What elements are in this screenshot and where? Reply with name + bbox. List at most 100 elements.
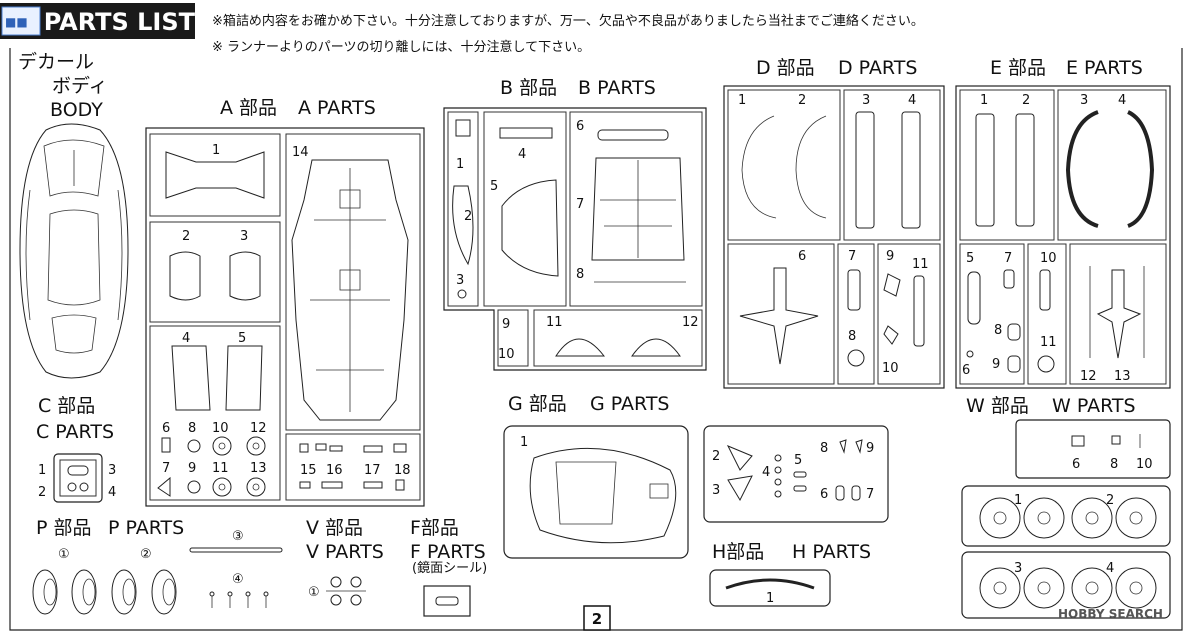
p-parts-title-en: P PARTS	[108, 517, 184, 539]
b-num-1: 1	[456, 157, 464, 172]
d-num-9: 9	[886, 249, 894, 264]
v-part-1a	[330, 576, 342, 588]
e-parts-title-en: E PARTS	[1066, 57, 1143, 79]
header: ■■ PARTS LIST ※箱詰め内容をお確かめ下さい。十分注意しておりますが…	[0, 3, 924, 55]
a-num-9: 9	[188, 461, 196, 476]
body-section: デカール ボディ BODY	[18, 51, 129, 379]
logo-icon: ■■	[1, 6, 41, 36]
d-parts-section: D 部品 D PARTS 1 2 3 4 6 7 8 9 11 10	[723, 57, 945, 389]
w-num-8: 8	[1110, 457, 1118, 472]
e-part-2	[1015, 113, 1035, 227]
d-part-8	[847, 349, 865, 367]
b-num-2: 2	[464, 209, 472, 224]
wheel-icons-row-1	[979, 497, 1157, 539]
a-num-6: 6	[162, 421, 170, 436]
c-num-1: 1	[38, 463, 46, 478]
b-num-7: 7	[576, 197, 584, 212]
d-parts-title-jp: D 部品	[756, 57, 815, 79]
g-num-2: 2	[712, 449, 720, 464]
parts-list-title: PARTS LIST	[44, 8, 196, 36]
b-num-12: 12	[682, 315, 699, 330]
b-num-3: 3	[456, 273, 464, 288]
c-part-2	[67, 482, 77, 492]
b-part-2	[452, 185, 474, 266]
g-parts-title-jp: G 部品	[508, 393, 567, 415]
b-part-12	[631, 338, 681, 357]
w-num-2: 2	[1106, 493, 1114, 508]
a-parts-title-en: A PARTS	[298, 97, 376, 119]
b-part-6	[597, 129, 669, 141]
g-parts-frame-2	[703, 425, 889, 523]
w-parts-section: W 部品 W PARTS 6 8 10 1 2 3 4	[961, 395, 1171, 619]
e-num-10: 10	[1040, 251, 1057, 266]
e-part-4	[1127, 110, 1155, 228]
e-num-9: 9	[992, 357, 1000, 372]
a-parts-section: A 部品 A PARTS 1 2 3 4 5 6 8 10 12 7 9 11 …	[145, 97, 425, 507]
a-num-1: 1	[212, 143, 220, 158]
p-part-4-pins	[209, 591, 269, 608]
g-num-1: 1	[520, 435, 528, 450]
f-parts-subtitle: (鏡面シール)	[412, 561, 487, 576]
e-part-11	[1037, 355, 1055, 373]
w-num-1: 1	[1014, 493, 1022, 508]
f-part-mirror-sticker	[435, 596, 459, 606]
w-parts-title-en: W PARTS	[1052, 395, 1136, 417]
p-num-2: ②	[140, 547, 152, 562]
b-num-9: 9	[502, 317, 510, 332]
watermark-text: HOBBY SEARCH	[1058, 607, 1163, 621]
g-parts-section: G 部品 G PARTS 1 2 3 4 5 8 9 6 7	[503, 393, 889, 559]
e-num-6: 6	[962, 363, 970, 378]
w-num-3: 3	[1014, 561, 1022, 576]
h-part-1	[725, 578, 815, 590]
c-parts-title-jp: C 部品	[38, 395, 95, 417]
b-num-8: 8	[576, 267, 584, 282]
e-num-5: 5	[966, 251, 974, 266]
a-num-17: 17	[364, 463, 381, 478]
c-num-4: 4	[108, 485, 116, 500]
b-num-4: 4	[518, 147, 526, 162]
c-num-2: 2	[38, 485, 46, 500]
page-number-box: 2	[583, 605, 611, 631]
header-note-2: ※ ランナーよりのパーツの切り離しには、十分注意して下さい。	[212, 39, 590, 55]
b-num-11: 11	[546, 315, 563, 330]
e-part-3	[1065, 110, 1099, 228]
a-num-11: 11	[212, 461, 229, 476]
p-num-4: ④	[232, 572, 244, 587]
d-part-6	[739, 267, 819, 365]
e-num-11: 11	[1040, 335, 1057, 350]
e-num-4: 4	[1118, 93, 1126, 108]
a-part-14-chassis	[291, 159, 409, 421]
b-num-10: 10	[498, 347, 515, 362]
a-num-8: 8	[188, 421, 196, 436]
a-num-14: 14	[292, 145, 309, 160]
e-part-1	[975, 113, 995, 227]
watermark: HOBBY SEARCH	[1058, 607, 1163, 621]
b-num-6: 6	[576, 119, 584, 134]
d-num-3: 3	[862, 93, 870, 108]
w-parts-frame-2	[961, 485, 1171, 547]
g-num-9: 9	[866, 441, 874, 456]
a-part-3-seat	[229, 251, 261, 301]
h-parts-frame	[709, 569, 831, 607]
a-num-16: 16	[326, 463, 343, 478]
p-num-3: ③	[232, 529, 244, 544]
e-parts-title-jp: E 部品	[990, 57, 1046, 79]
a-part-5-panel	[225, 345, 263, 411]
f-parts-frame	[423, 585, 471, 617]
g-parts-title-en: G PARTS	[590, 393, 670, 415]
c-parts-title-en: C PARTS	[36, 421, 114, 443]
d-num-10: 10	[882, 361, 899, 376]
w-parts-frame-3	[961, 551, 1171, 619]
w-num-4: 4	[1106, 561, 1114, 576]
body-label-body-jp: ボディ	[52, 75, 108, 97]
a-small-parts-15-18	[299, 443, 407, 491]
b-parts-frame	[443, 107, 707, 371]
g-part-1-windows	[529, 447, 677, 544]
a-num-3: 3	[240, 229, 248, 244]
h-parts-section: H部品 H PARTS 1	[709, 541, 871, 607]
a-part-2-seat	[169, 251, 201, 301]
e-parts-frame	[955, 85, 1171, 389]
f-parts-title-en: F PARTS	[410, 541, 486, 563]
a-num-4: 4	[182, 331, 190, 346]
v-num-1: ①	[308, 585, 320, 600]
